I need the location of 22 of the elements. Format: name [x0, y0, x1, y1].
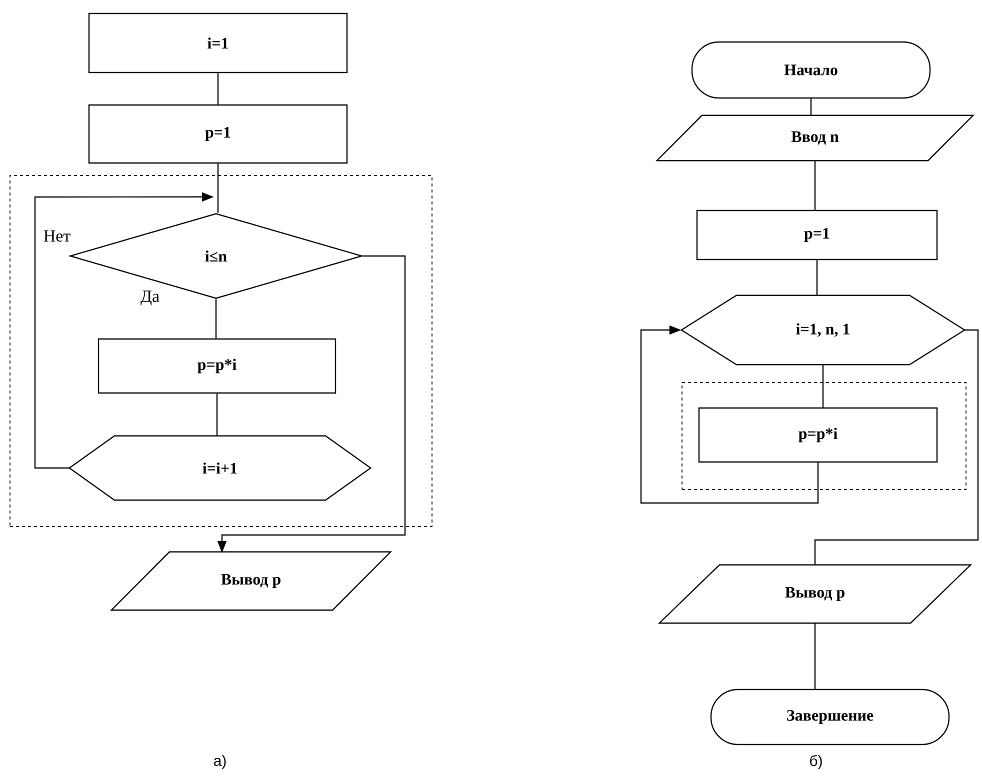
connector — [822, 364, 824, 408]
terminal-box: Завершение — [710, 688, 950, 746]
connector — [814, 623, 816, 689]
terminal-box: Начало — [691, 41, 931, 99]
process-box: p=p*i — [98, 338, 336, 394]
connector — [217, 164, 219, 213]
connector — [215, 299, 217, 338]
arrow — [640, 325, 819, 504]
group-frame — [682, 382, 966, 490]
connector — [816, 260, 818, 296]
connector — [814, 160, 816, 210]
process-box: p=1 — [696, 210, 938, 260]
connector — [217, 73, 219, 104]
connector — [810, 98, 812, 116]
process-box: p=p*i — [698, 407, 938, 463]
group-frame — [10, 175, 432, 527]
subfigure-label: а) — [214, 755, 226, 769]
branch-label: Нет — [44, 230, 70, 242]
connector — [216, 394, 218, 436]
process-box: p=1 — [88, 104, 348, 164]
connector — [814, 329, 979, 565]
process-box: i=1 — [88, 12, 348, 74]
